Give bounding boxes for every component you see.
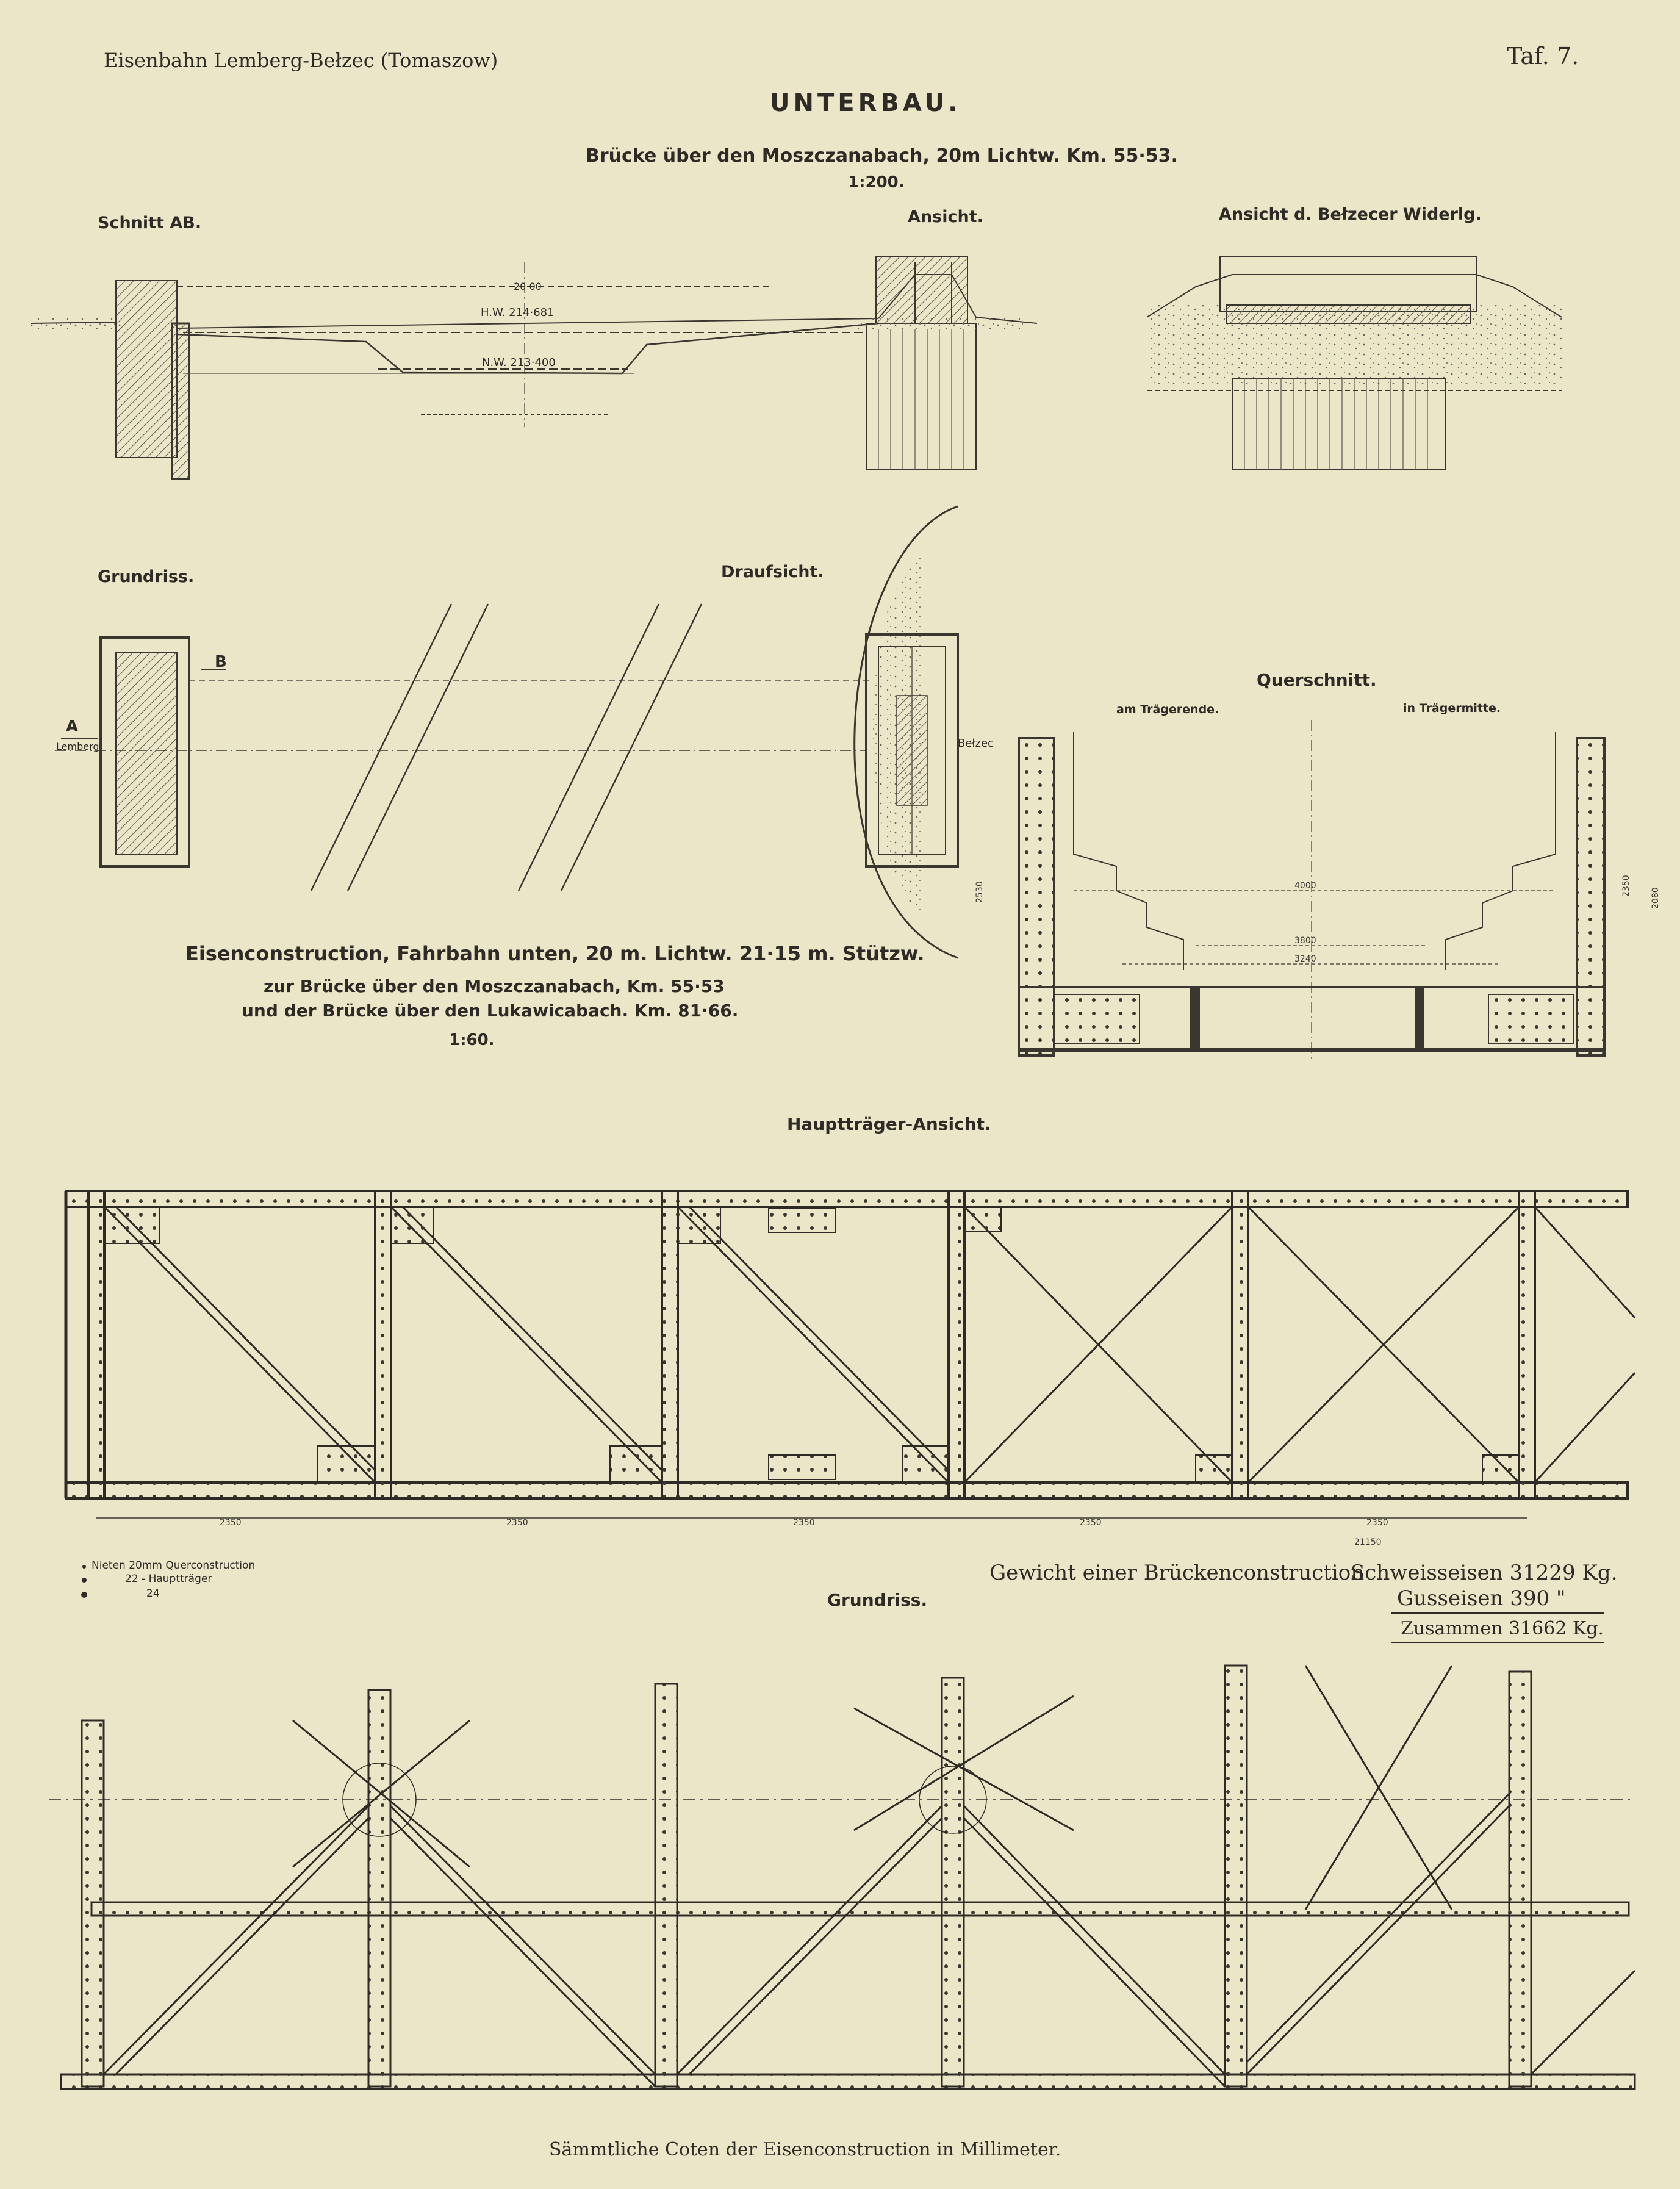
dim-2350: 2350 xyxy=(1621,875,1631,897)
cross-section-left-label: am Trägerende. xyxy=(1116,703,1219,716)
cross-section-dimensions: 4000 3800 3240 2530 2350 2080 xyxy=(975,875,1660,964)
span-label: 20·00 xyxy=(514,281,542,292)
label-b: B xyxy=(215,653,227,671)
girder-dimensions: 2350 2350 2350 2350 2350 21150 xyxy=(96,1517,1527,1547)
dim-total: 21150 xyxy=(1354,1537,1382,1547)
elevation-title: Ansicht. xyxy=(908,207,983,226)
plan-cross-girders xyxy=(81,1664,1532,2088)
page-title: UNTERBAU. xyxy=(770,89,961,117)
dim-3240: 3240 xyxy=(1294,954,1316,964)
abutment-view-drawing xyxy=(1146,256,1562,470)
dim-2080: 2080 xyxy=(1651,887,1660,909)
bridge-title: Brücke über den Moszczanabach, 20m Licht… xyxy=(586,145,1178,167)
legend-symbols xyxy=(81,1565,87,1598)
plan-title-small: Grundriss. xyxy=(98,567,195,586)
cross-section-title: Querschnitt. xyxy=(1257,670,1377,690)
small-plan-drawing xyxy=(55,636,872,868)
label-belzec: Bełzec xyxy=(958,737,994,750)
weight-cast: Gusseisen 390 " xyxy=(1397,1586,1566,1611)
dim-bay-1: 2350 xyxy=(220,1518,242,1528)
railway-title: Eisenbahn Lemberg-Bełzec (Tomaszow) xyxy=(104,49,498,72)
iron-title: Eisenconstruction, Fahrbahn unten, 20 m.… xyxy=(185,942,925,965)
label-a: A xyxy=(66,717,79,736)
legend-item-2: 22 - Hauptträger xyxy=(125,1573,212,1585)
girder-verticals xyxy=(87,1190,1536,1500)
main-girder-title: Hauptträger-Ansicht. xyxy=(787,1114,991,1134)
iron-scale: 1:60. xyxy=(449,1031,495,1049)
elevation-drawing xyxy=(854,256,1038,470)
dim-bay-3: 2350 xyxy=(793,1518,815,1528)
top-view-title: Draufsicht. xyxy=(721,563,824,581)
dim-4000: 4000 xyxy=(1294,881,1316,891)
top-view-drawing xyxy=(310,505,959,959)
footer-note: Sämmtliche Coten der Eisenconstruction i… xyxy=(549,2139,1061,2160)
abutment-view-title: Ansicht d. Bełzecer Widerlg. xyxy=(1219,205,1482,224)
dim-bay-2: 2350 xyxy=(506,1518,528,1528)
hw-label: H.W. 214·681 xyxy=(481,306,555,319)
plate-number: Taf. 7. xyxy=(1507,43,1579,70)
weight-rules xyxy=(1391,1612,1604,1643)
dim-bay-4: 2350 xyxy=(1080,1518,1102,1528)
weight-total: Zusammen 31662 Kg. xyxy=(1401,1618,1604,1639)
label-lemberg: Lemberg xyxy=(56,741,99,752)
dim-bay-5: 2350 xyxy=(1366,1518,1388,1528)
section-ab-drawing xyxy=(30,262,879,480)
weight-label: Gewicht einer Brückenconstruction xyxy=(989,1561,1365,1585)
main-girder-drawing xyxy=(64,1190,1636,1500)
nw-label: N.W. 213·400 xyxy=(482,356,556,369)
gusset-plates xyxy=(104,1206,1520,1483)
dim-3800: 3800 xyxy=(1294,936,1316,946)
plan-title: Grundriss. xyxy=(827,1590,928,1610)
plan-bracing xyxy=(102,1665,1636,2088)
iron-subtitle-2: und der Brücke über den Lukawicabach. Km… xyxy=(242,1001,739,1021)
girder-diagonals xyxy=(103,1206,1636,1484)
top-scale: 1:200. xyxy=(848,173,905,192)
weight-wrought: Schweisseisen 31229 Kg. xyxy=(1351,1561,1618,1585)
legend-item-1: Nieten 20mm Querconstruction xyxy=(92,1559,256,1572)
section-ab-title: Schnitt AB. xyxy=(98,214,202,232)
cross-section-drawing xyxy=(1018,720,1606,1062)
bottom-plan-drawing xyxy=(49,1664,1636,2090)
dim-2530: 2530 xyxy=(975,881,985,903)
legend-item-3: 24 xyxy=(146,1587,160,1600)
cross-section-right-label: in Trägermitte. xyxy=(1403,702,1501,715)
iron-subtitle-1: zur Brücke über den Moszczanabach, Km. 5… xyxy=(264,976,725,996)
